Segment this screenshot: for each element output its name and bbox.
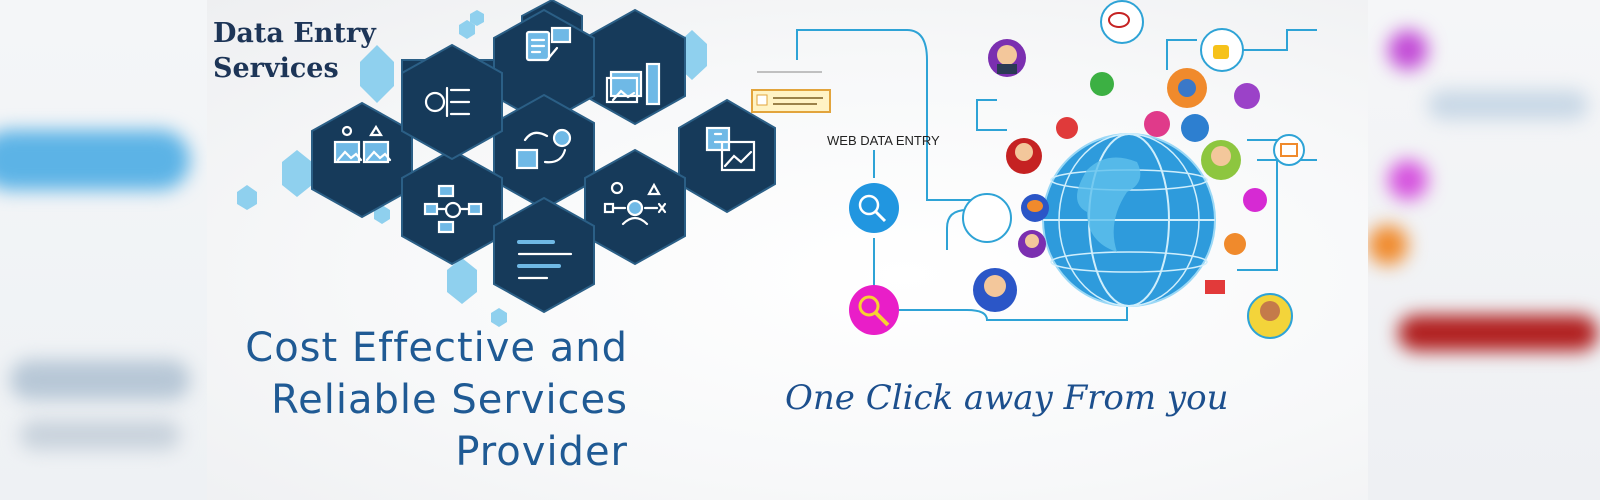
light-hex	[360, 45, 394, 103]
light-hex	[447, 258, 477, 304]
chat-bubble-icon	[1100, 0, 1144, 44]
connector-node	[962, 193, 1012, 243]
brand-title: Data Entry Services	[213, 16, 376, 86]
light-hex	[491, 308, 507, 327]
globe-icon	[1042, 133, 1216, 307]
dark-hex	[401, 148, 503, 266]
brand-line-1: Data Entry	[213, 18, 376, 49]
banner: Data Entry Services WEB DATA ENTRY Cost …	[207, 0, 1368, 500]
dark-hex	[678, 98, 776, 214]
light-hex	[374, 205, 390, 224]
light-hex	[459, 20, 475, 39]
image-gallery-icon	[333, 124, 392, 164]
headline-line-1: Cost Effective and	[245, 325, 628, 371]
tagline: One Click away From you	[785, 378, 1229, 418]
light-hex	[282, 150, 312, 197]
social-avatars	[973, 0, 1305, 339]
speech-bubble-icon	[1021, 194, 1049, 222]
connector-lines	[796, 29, 1317, 321]
signal-icon	[1056, 72, 1114, 139]
avatar	[1247, 293, 1293, 339]
thumbs-up-icon	[1200, 28, 1244, 72]
web-data-entry-label: WEB DATA ENTRY	[827, 133, 940, 148]
twitter-bubble-icon	[1167, 68, 1207, 108]
image-stack-icon	[605, 62, 661, 106]
light-hex	[237, 185, 257, 210]
avatar	[1006, 138, 1042, 174]
avatar	[1201, 140, 1241, 180]
document-icon	[525, 26, 572, 62]
avatar	[988, 39, 1026, 77]
globe-search-icon	[849, 183, 899, 233]
blurred-left-panel	[0, 0, 207, 500]
avatar	[1018, 230, 1046, 258]
org-chart-icon	[423, 184, 483, 234]
call-icon	[1243, 188, 1267, 212]
email-icon	[1144, 111, 1209, 142]
photo-frame-icon	[1273, 134, 1305, 166]
dark-hex	[584, 8, 686, 126]
dark-hex	[493, 93, 595, 211]
mail-icon	[1205, 280, 1225, 294]
headline: Cost Effective and Reliable Services Pro…	[207, 322, 628, 478]
home-icon	[1224, 233, 1246, 255]
search-icon	[849, 285, 899, 335]
flowchart-icon	[424, 86, 471, 118]
headline-line-3: Provider	[455, 429, 628, 475]
image-chart-icon	[705, 126, 756, 172]
web-entry-card	[751, 71, 831, 113]
data-transform-icon	[515, 128, 572, 170]
list-lines-icon	[517, 240, 573, 280]
headline-line-2: Reliable Services	[271, 377, 628, 423]
blurred-right-panel	[1368, 0, 1600, 500]
avatar	[973, 268, 1017, 312]
banner-graphic	[237, 0, 1317, 339]
brand-line-2: Services	[213, 53, 339, 84]
light-hex	[470, 10, 484, 26]
link-icon	[1234, 83, 1260, 109]
person-network-icon	[603, 181, 667, 226]
